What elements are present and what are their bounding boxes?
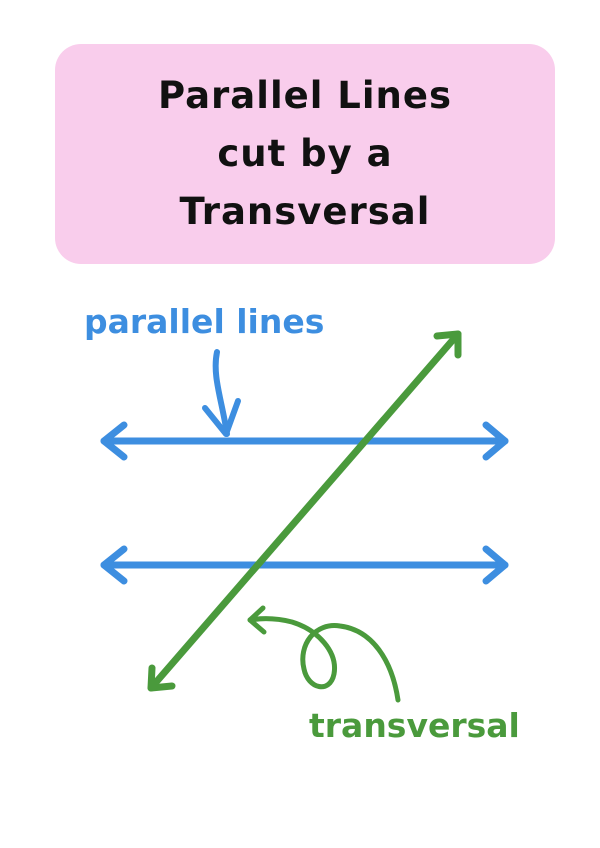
title-line-3: Transversal bbox=[179, 190, 431, 233]
title-line-2: cut by a bbox=[217, 132, 393, 175]
title-line-1: Parallel Lines bbox=[157, 74, 453, 117]
parallel-line-bottom bbox=[100, 545, 509, 585]
parallel-pointer-arrow bbox=[202, 349, 241, 437]
transversal-label: transversal bbox=[309, 706, 520, 745]
parallel-lines-label: parallel lines bbox=[84, 302, 325, 341]
title-card: Parallel Lines cut by a Transversal bbox=[55, 44, 555, 264]
transversal-line bbox=[147, 330, 462, 692]
transversal-pointer-arrow bbox=[247, 605, 401, 703]
parallel-line-top bbox=[100, 421, 509, 461]
